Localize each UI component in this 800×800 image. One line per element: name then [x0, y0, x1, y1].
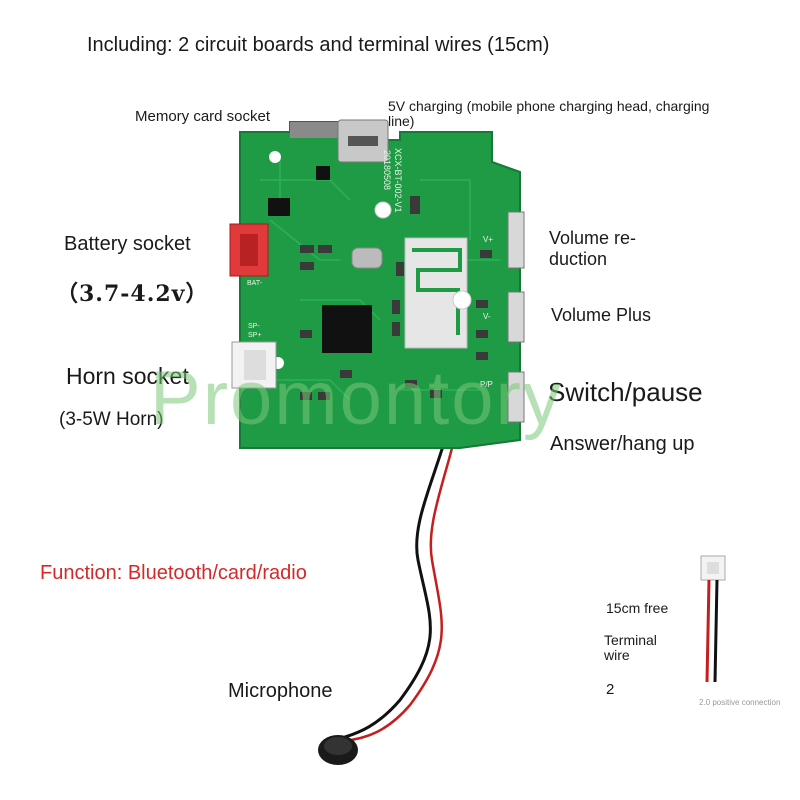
terminal-wire [700, 555, 726, 683]
volume-plus-label: Volume Plus [551, 305, 652, 325]
terminal-count-label: 2 [606, 681, 615, 698]
pin-label-v-minus: V- [483, 312, 491, 321]
connection-note-label: 2.0 positive connection [699, 698, 781, 707]
switch-pause-label: Switch/pause [548, 377, 703, 407]
microphone-capsule [318, 735, 358, 765]
memory-card-label: Memory card socket [135, 108, 271, 125]
microphone-wire [337, 411, 462, 744]
main-ic-chip [322, 305, 372, 353]
board-model-text: XCX-BT-002-V1 [393, 148, 403, 213]
horn-spec-label: (3-5W Horn) [59, 409, 164, 430]
volume-plus-button [507, 291, 525, 343]
memory-card-socket [290, 122, 342, 138]
pin-label-pp: P/P [480, 380, 493, 389]
watermark-text: Promontory [150, 356, 563, 441]
answer-hangup-label: Answer/hang up [550, 433, 695, 455]
pin-label-sp-plus: SP+ [248, 332, 262, 339]
free-length-label: 15cm free [606, 600, 669, 616]
horn-socket-label: Horn socket [66, 363, 189, 389]
pcb-board [229, 119, 525, 449]
function-label: Function: Bluetooth/card/radio [40, 562, 307, 584]
terminal-wire-label: Terminal wire [604, 632, 657, 663]
pin-label-bat: BAT- [247, 280, 263, 287]
pin-label-v-plus: V+ [483, 235, 494, 244]
board-date-text: 20180508 [382, 150, 392, 191]
crystal [351, 247, 383, 269]
switch-pause-button [507, 371, 525, 423]
battery-voltage-label: （3.7-4.2v） [56, 281, 209, 307]
pin-label-sp-minus: SP- [248, 323, 260, 330]
usb-charging-label: 5V charging (mobile phone charging head,… [388, 98, 710, 129]
microphone-label: Microphone [228, 680, 333, 702]
volume-reduction-label: Volume re-duction [549, 228, 637, 269]
battery-socket-label: Battery socket [64, 233, 191, 255]
page-title: Including: 2 circuit boards and terminal… [87, 34, 550, 56]
volume-reduction-button [507, 211, 525, 269]
